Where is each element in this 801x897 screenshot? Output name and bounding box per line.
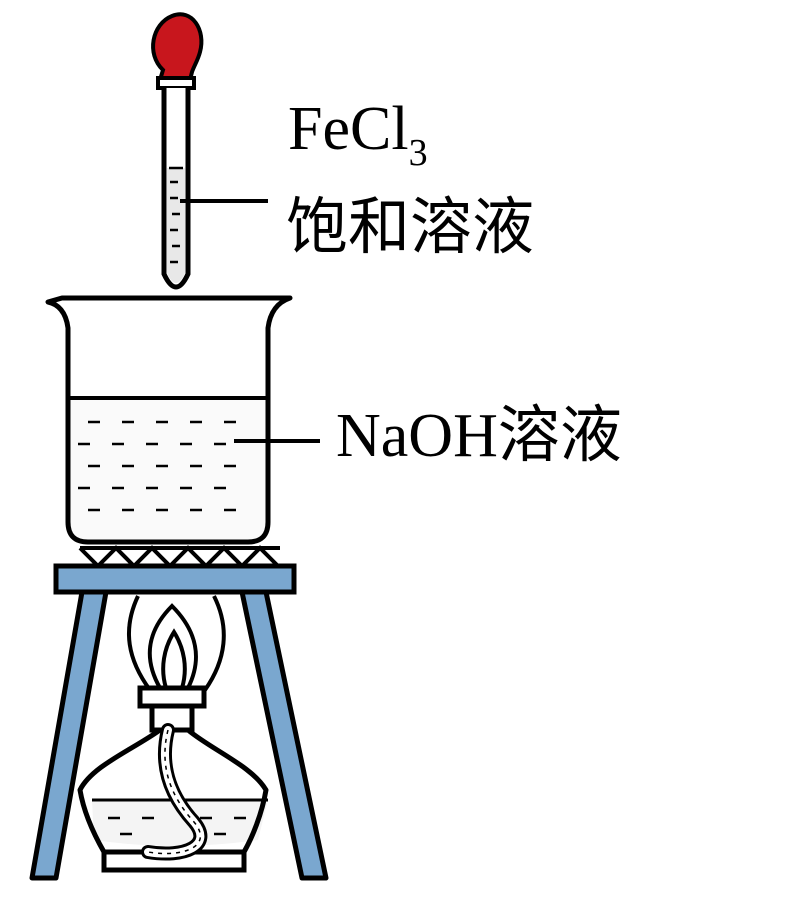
tripod-icon — [29, 563, 329, 881]
solution-formula: NaOH — [336, 402, 498, 470]
tripod-leg-right — [239, 589, 329, 881]
lamp-liquid-marks — [108, 816, 246, 836]
solution-label: NaOH溶液 — [336, 402, 622, 470]
alcohol-lamp-icon — [77, 685, 269, 873]
beaker-icon — [45, 295, 293, 545]
solution-desc: 溶液 — [497, 398, 622, 471]
dropper-collar — [156, 76, 196, 90]
wire-gauze-icon — [78, 545, 280, 569]
reagent-desc-label: 饱和溶液 — [286, 190, 535, 263]
dropper-liquid — [167, 168, 185, 283]
tripod-ring — [53, 563, 297, 595]
dropper-bulb — [151, 12, 204, 82]
dropper-icon — [151, 12, 204, 290]
flame-icon — [126, 595, 226, 692]
lamp-cap — [137, 685, 207, 709]
beaker-liquid — [68, 398, 268, 542]
beaker-liquid-marks — [78, 420, 236, 512]
dropper-level-marks — [170, 180, 180, 264]
reagent-subscript: 3 — [408, 132, 428, 174]
beaker-outline — [45, 295, 293, 545]
tripod-leg-left — [29, 589, 109, 881]
reagent-formula-label: FeCl3 — [288, 95, 428, 174]
